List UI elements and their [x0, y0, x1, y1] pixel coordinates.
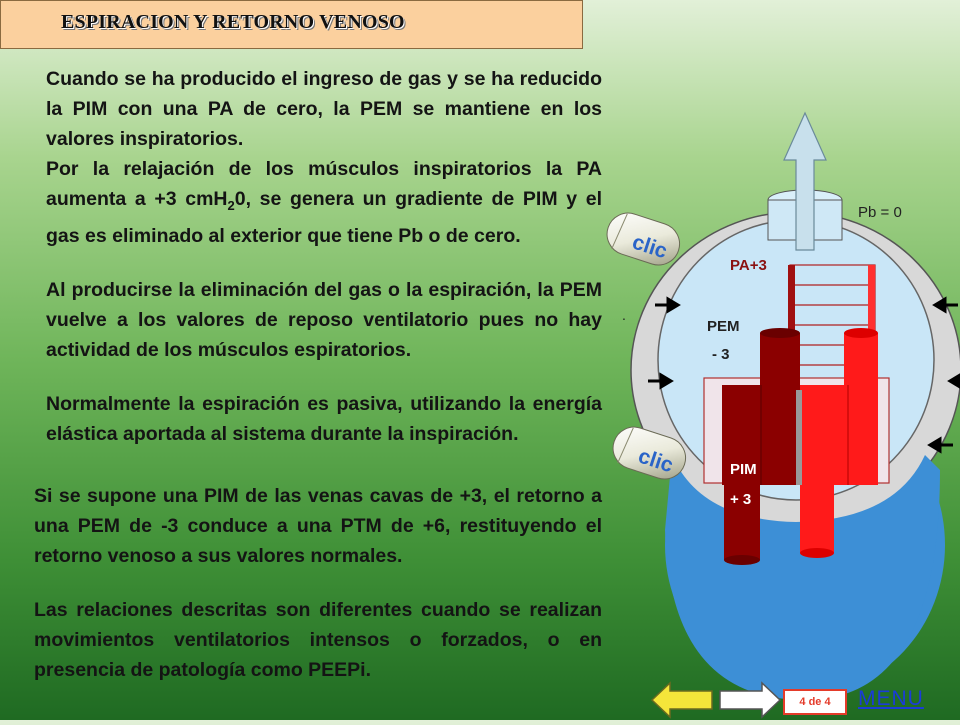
- vessel-bright-lower: [800, 485, 834, 553]
- menu-link[interactable]: MENU: [858, 687, 924, 710]
- vessel-bright-box: [800, 385, 878, 485]
- vessel-dark-upper-cap: [760, 328, 800, 338]
- vessel-bright-upper: [844, 333, 878, 393]
- pim-label: PIM: [730, 461, 757, 478]
- mouse-icon: clic: [606, 212, 681, 266]
- pa-label: PA+3: [730, 257, 767, 274]
- page-title: ESPIRACION Y RETORNO VENOSO: [61, 11, 405, 33]
- paragraph-6: Las relaciones descritas son diferentes …: [34, 599, 602, 681]
- next-button[interactable]: [718, 680, 782, 720]
- paragraph-2: Por la relajación de los músculos inspir…: [46, 154, 602, 251]
- previous-button[interactable]: [650, 680, 714, 720]
- paragraph-4: Normalmente la espiración es pasiva, uti…: [46, 393, 602, 445]
- title-banner: ESPIRACION Y RETORNO VENOSO: [0, 0, 583, 49]
- airway-rungs: [790, 284, 875, 366]
- paragraph-5: Si se supone una PIM de las venas cavas …: [34, 485, 602, 567]
- airway-left-wall: [788, 265, 795, 385]
- vessel-bright-upper-cap: [844, 328, 878, 338]
- pem-value: - 3: [712, 346, 730, 363]
- paragraph-1: Cuando se ha producido el ingreso de gas…: [46, 68, 602, 150]
- stray-dot: .: [622, 307, 626, 323]
- paragraph-2-text-b: 0, se genera un gradiente de PIM y el ga…: [46, 188, 602, 247]
- vessel-bright-lower-cap: [800, 548, 834, 558]
- exhale-arrow-icon: [783, 111, 827, 251]
- clic-button-1[interactable]: clic: [600, 208, 686, 272]
- paragraph-2-subscript: 2: [227, 197, 235, 213]
- vessel-dark-lower-cap: [724, 555, 760, 565]
- vessel-dark-lower: [724, 485, 760, 560]
- pem-label: PEM: [707, 318, 740, 335]
- lung-vessel-diagram: Pb = 0 PA+3 PEM - 3 PIM + 3 .: [622, 111, 960, 700]
- airway-right-wall: [868, 265, 875, 385]
- mouse-icon: clic: [612, 426, 687, 480]
- vessel-dark-upper: [760, 333, 800, 393]
- right-pressure-arrows-icon: [927, 296, 960, 454]
- clic-button-2[interactable]: clic: [606, 422, 692, 486]
- arrow-left-icon: [650, 681, 713, 719]
- arrow-right-icon: [719, 681, 782, 719]
- page-indicator: 4 de 4: [783, 689, 847, 715]
- paragraph-3: Al producirse la eliminación del gas o l…: [46, 279, 602, 361]
- pb-label: Pb = 0: [858, 204, 902, 221]
- vessel-gap: [796, 390, 802, 485]
- paragraph-2-text-a: Por la relajación de los músculos inspir…: [46, 158, 602, 210]
- pim-value: + 3: [730, 491, 751, 508]
